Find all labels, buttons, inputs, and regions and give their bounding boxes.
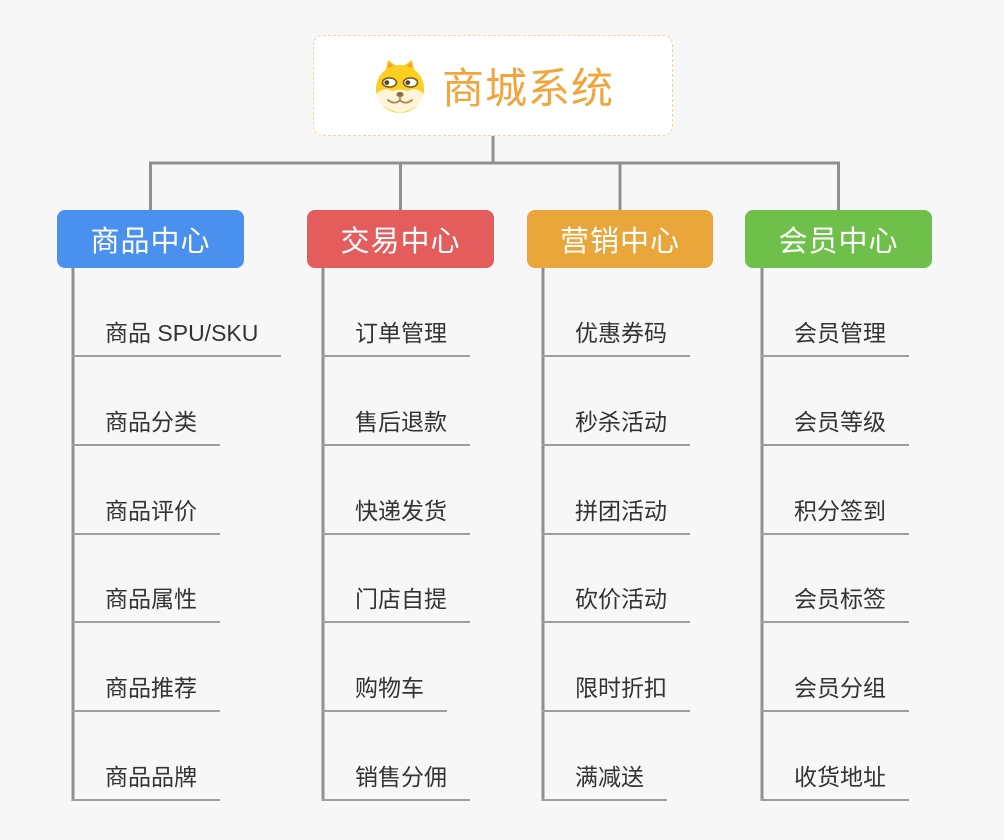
child-node[interactable]: 会员等级 xyxy=(761,409,909,446)
branch-label: 营销中心 xyxy=(559,226,680,258)
child-node[interactable]: 商品 SPU/SKU xyxy=(72,320,282,357)
child-node[interactable]: 购物车 xyxy=(322,675,447,712)
branch-node-trade-center[interactable]: 交易中心 xyxy=(307,210,494,268)
child-node[interactable]: 商品品牌 xyxy=(72,764,220,801)
branch-label: 会员中心 xyxy=(778,226,899,258)
child-node[interactable]: 收货地址 xyxy=(761,764,909,801)
child-node[interactable]: 砍价活动 xyxy=(542,586,690,623)
shiba-dog-icon xyxy=(375,59,424,113)
child-node[interactable]: 会员标签 xyxy=(761,586,909,623)
child-node[interactable]: 售后退款 xyxy=(322,409,470,446)
child-node[interactable]: 门店自提 xyxy=(322,586,470,623)
branch-label: 商品中心 xyxy=(90,226,211,258)
root-node[interactable]: 商城系统 xyxy=(313,35,673,136)
branch-node-member-center[interactable]: 会员中心 xyxy=(745,210,932,268)
child-node[interactable]: 会员管理 xyxy=(761,320,909,357)
child-node[interactable]: 商品推荐 xyxy=(72,675,220,712)
child-node[interactable]: 商品属性 xyxy=(72,586,220,623)
branch-node-product-center[interactable]: 商品中心 xyxy=(57,210,244,268)
child-node[interactable]: 订单管理 xyxy=(322,320,470,357)
child-node[interactable]: 销售分佣 xyxy=(322,764,470,801)
child-node[interactable]: 快递发货 xyxy=(322,498,470,535)
child-node[interactable]: 拼团活动 xyxy=(542,498,690,535)
child-node[interactable]: 秒杀活动 xyxy=(542,409,690,446)
child-node[interactable]: 积分签到 xyxy=(761,498,909,535)
child-node[interactable]: 优惠券码 xyxy=(542,320,690,357)
child-node[interactable]: 满减送 xyxy=(542,764,667,801)
child-node[interactable]: 会员分组 xyxy=(761,675,909,712)
branch-node-marketing-center[interactable]: 营销中心 xyxy=(527,210,713,268)
child-node[interactable]: 限时折扣 xyxy=(542,675,690,712)
branch-label: 交易中心 xyxy=(340,226,461,258)
child-node[interactable]: 商品分类 xyxy=(72,409,220,446)
root-node-title: 商城系统 xyxy=(441,65,614,112)
child-node[interactable]: 商品评价 xyxy=(72,498,220,535)
